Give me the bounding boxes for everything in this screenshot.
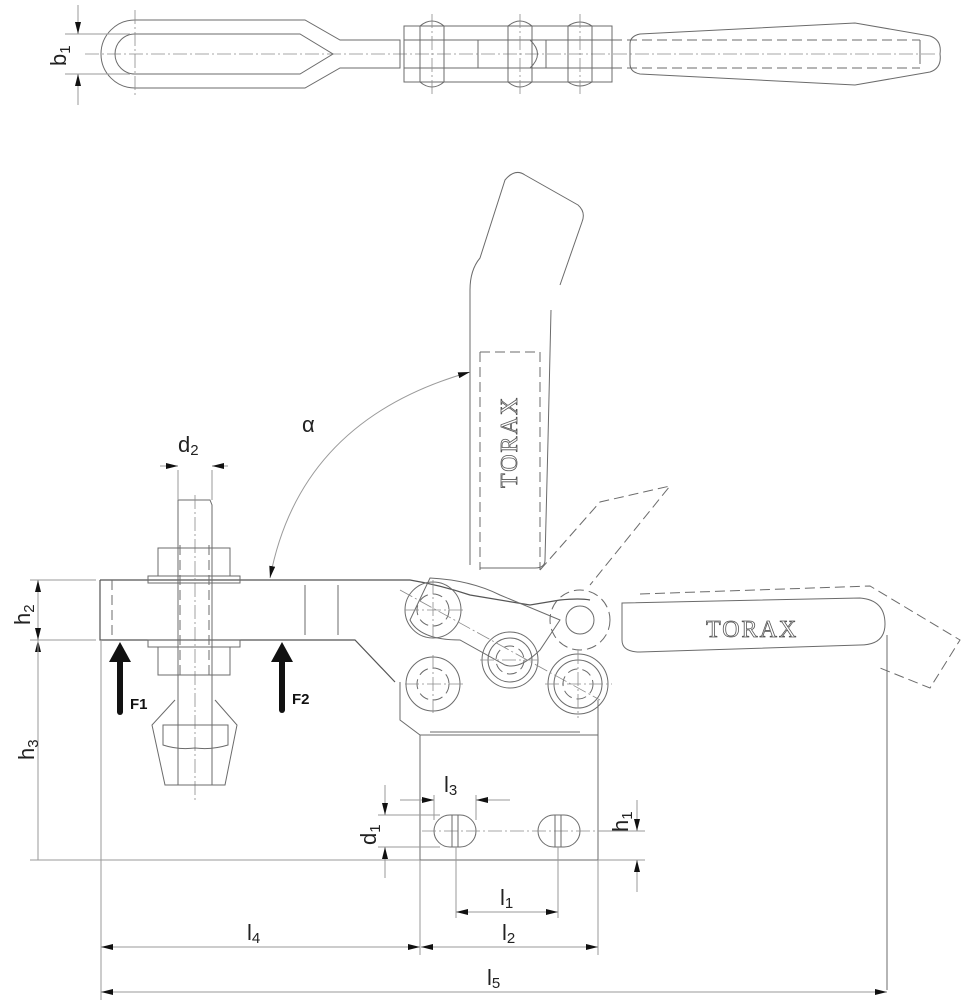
- brand-vertical: TORAX: [497, 396, 523, 488]
- dim-label-h3: h3: [14, 739, 42, 760]
- swung-handle-phantom: [539, 485, 672, 586]
- force-label-f1: F1: [130, 696, 148, 713]
- brand-horizontal: TORAX: [706, 617, 798, 643]
- force-arrow-f1: F1: [109, 642, 148, 715]
- open-handle-phantom: TORAX: [469, 171, 584, 570]
- dim-label-b1: b1: [46, 45, 74, 66]
- alpha-arc: [269, 371, 471, 579]
- top-view-pin-assembly: [403, 14, 613, 94]
- dim-label-l2: l2: [502, 920, 515, 947]
- closed-handle: TORAX: [621, 585, 961, 990]
- side-view: TORAX: [10, 171, 961, 1000]
- dim-label-l1: l1: [500, 885, 513, 912]
- dim-label-h1: h1: [608, 811, 636, 832]
- force-arrow-f2: F2: [271, 642, 310, 713]
- clamp-arm: [99, 579, 591, 683]
- top-view-handle-grip: [629, 22, 941, 86]
- dim-label-h2: h2: [10, 604, 38, 625]
- force-label-f2: F2: [292, 691, 310, 708]
- spindle-bolt: [147, 495, 241, 800]
- dim-label-d2: d2: [178, 432, 199, 459]
- angle-label-alpha: α: [302, 412, 315, 437]
- top-view: b1: [46, 5, 941, 105]
- dim-label-d1: d1: [356, 824, 384, 845]
- linkage-pins: [399, 577, 612, 718]
- top-view-loop-slot: [114, 33, 334, 75]
- base-plate: [399, 682, 599, 861]
- dim-label-l4: l4: [247, 920, 260, 947]
- top-view-loop-end: [100, 19, 401, 89]
- dim-label-l3: l3: [444, 772, 457, 799]
- dim-label-l5: l5: [487, 965, 500, 992]
